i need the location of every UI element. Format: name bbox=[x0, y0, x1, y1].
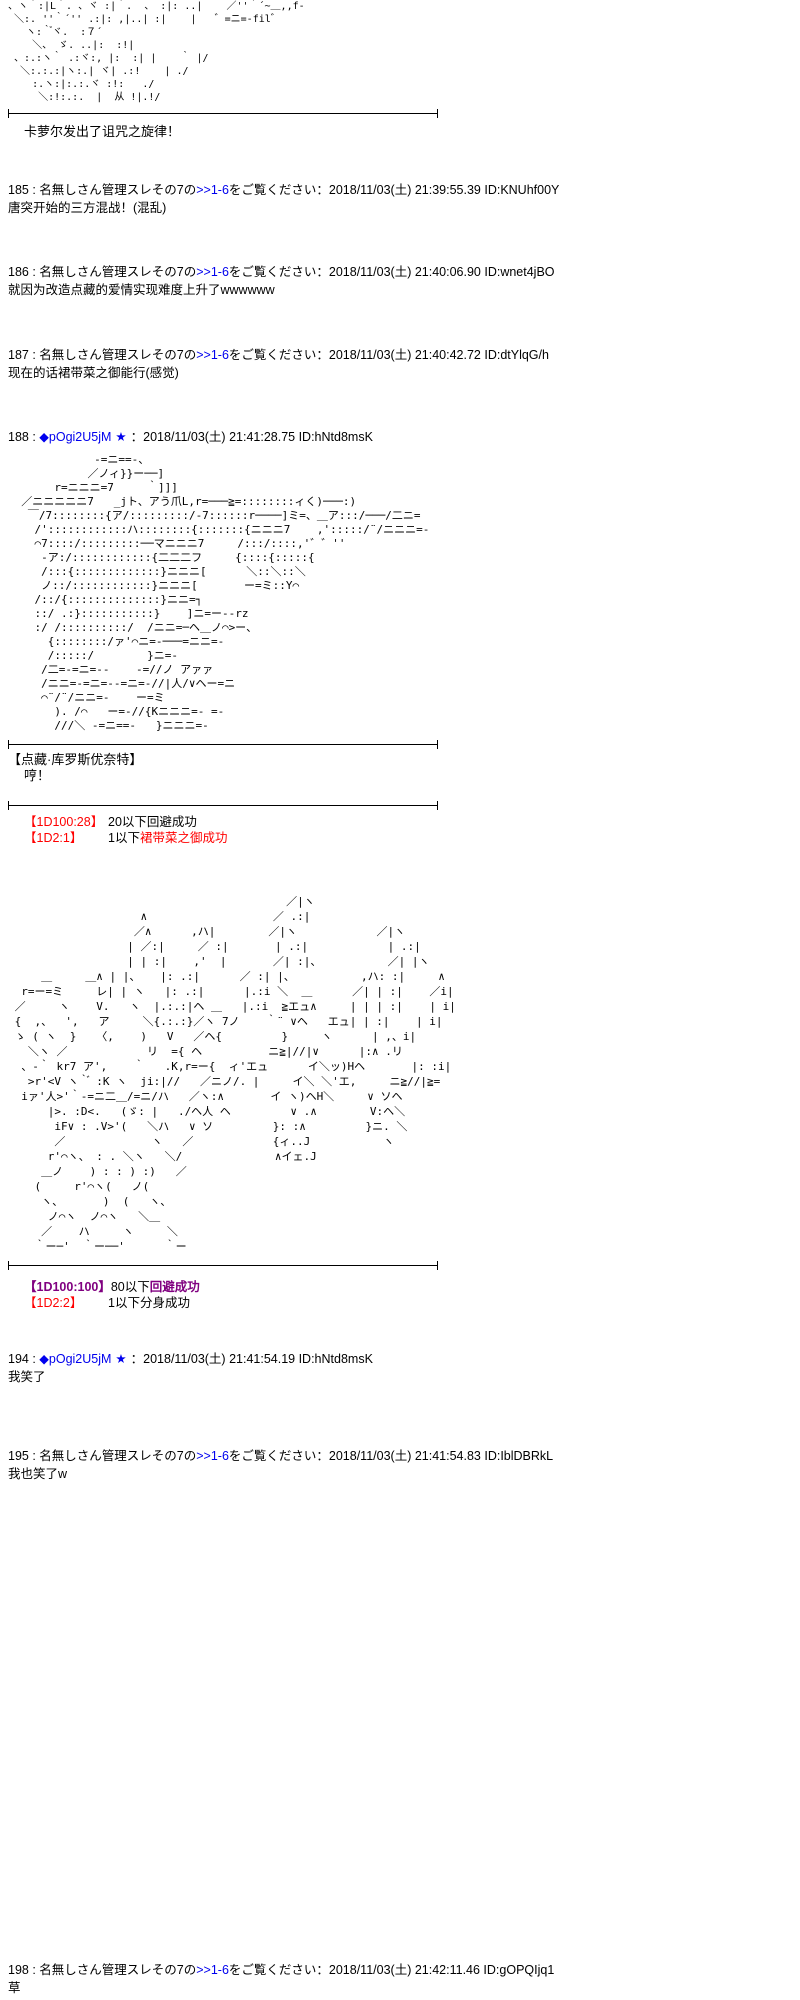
divider-tick-left bbox=[8, 1261, 9, 1270]
post-194: 194 : ◆pOgi2U5jM★：2018/11/03(土) 21:41:54… bbox=[8, 1351, 800, 1385]
post-185-body: 唐突开始的三方混战！(混乱) bbox=[8, 201, 167, 215]
scene-divider-top bbox=[8, 108, 438, 119]
post-header-188: 188 : ◆pOgi2U5jM★：2018/11/03(土) 21:41:28… bbox=[8, 429, 800, 445]
post-194-number: 194 : bbox=[8, 1352, 40, 1366]
divider-tick-left bbox=[8, 801, 9, 810]
post-198-body: 草 bbox=[8, 1981, 21, 1995]
scene-divider-character bbox=[8, 739, 438, 750]
post-194-tripcode: ◆pOgi2U5jM bbox=[39, 1352, 112, 1366]
post-194-date-id: ：2018/11/03(土) 21:41:54.19 ID:hNtd8msK bbox=[130, 1352, 373, 1366]
divider-tick-right bbox=[437, 740, 438, 749]
post-header-185: 185 : 名無しさん管理スレその7の>>1-6をご覧ください：2018/11/… bbox=[8, 182, 800, 198]
scene-divider-dice-1 bbox=[8, 800, 438, 811]
post-186-number-name: 186 : 名無しさん管理スレその7の bbox=[8, 265, 197, 279]
ascii-art-top: 、ヽ｀:|L｀. 、ヾ :|｀. 、 :|: ..| ／''｀´~＿,,f- ＼… bbox=[8, 1, 305, 103]
post-187-number-name: 187 : 名無しさん管理スレその7の bbox=[8, 348, 197, 362]
post-186-body: 就因为改造点藏的爱情实现难度上升了wwwwww bbox=[8, 283, 275, 297]
post-198: 198 : 名無しさん管理スレその7の>>1-6をご覧ください：2018/11/… bbox=[8, 1962, 800, 1996]
dice-result-block-1: 【1D100:28】 20以下回避成功 【1D2:1】 1以下裙带菜之御成功 bbox=[8, 814, 800, 846]
divider-tick-left bbox=[8, 740, 9, 749]
post-195: 195 : 名無しさん管理スレその7の>>1-6をご覧ください：2018/11/… bbox=[8, 1448, 800, 1482]
post-186-date-id: をご覧ください：2018/11/03(土) 21:40:06.90 ID:wne… bbox=[228, 265, 555, 279]
post-195-number-name: 195 : 名無しさん管理スレその7の bbox=[8, 1449, 197, 1463]
post-194-body: 我笑了 bbox=[8, 1370, 46, 1384]
post-195-body: 我也笑了w bbox=[8, 1467, 68, 1481]
dice-roll-1d2: 【1D2:2】 bbox=[24, 1296, 83, 1310]
dice-row: 【1D100:100】80以下回避成功 bbox=[8, 1279, 800, 1295]
character-dialogue: 哼！ bbox=[24, 768, 51, 783]
post-187-anchor-link[interactable]: >>1-6 bbox=[196, 348, 229, 362]
dice-result-block-2: 【1D100:100】80以下回避成功 【1D2:2】 1以下分身成功 bbox=[8, 1279, 800, 1311]
dice-row: 【1D100:28】 20以下回避成功 bbox=[8, 814, 800, 830]
post-188: 188 : ◆pOgi2U5jM★：2018/11/03(土) 21:41:28… bbox=[8, 429, 800, 1311]
dice-outcome-text: 1以下分身成功 bbox=[108, 1296, 190, 1310]
scene-divider-dice-2 bbox=[8, 1260, 438, 1271]
post-195-anchor-link[interactable]: >>1-6 bbox=[196, 1449, 229, 1463]
post-188-star-icon: ★ bbox=[115, 430, 127, 444]
post-185-anchor-link[interactable]: >>1-6 bbox=[196, 183, 229, 197]
ascii-art-character: -=ニ==-、 ／ノィ}}ー──] r=ニニニ=7 ｀]]] ／ニニニニニ7 _… bbox=[21, 453, 430, 732]
character-name-card: 【点藏·库罗斯优奈特】 bbox=[8, 752, 143, 767]
narration-line: 卡萝尔发出了诅咒之旋律！ bbox=[24, 124, 181, 139]
post-186-anchor-link[interactable]: >>1-6 bbox=[196, 265, 229, 279]
post-198-number-name: 198 : 名無しさん管理スレその7の bbox=[8, 1963, 197, 1977]
dice-outcome-text: 1以下 bbox=[108, 831, 140, 845]
post-188-number: 188 : bbox=[8, 430, 40, 444]
post-185-number-name: 185 : 名無しさん管理スレその7の bbox=[8, 183, 197, 197]
post-188-tripcode: ◆pOgi2U5jM bbox=[39, 430, 112, 444]
divider-tick-right bbox=[437, 801, 438, 810]
dice-roll-1d2: 【1D2:1】 bbox=[24, 831, 83, 845]
post-194-star-icon: ★ bbox=[115, 1352, 127, 1366]
post-188-date-id: ：2018/11/03(土) 21:41:28.75 ID:hNtd8msK bbox=[130, 430, 373, 444]
dice-outcome-text: 80以下 bbox=[110, 1280, 150, 1294]
post-header-198: 198 : 名無しさん管理スレその7の>>1-6をご覧ください：2018/11/… bbox=[8, 1962, 800, 1978]
post-198-date-id: をご覧ください：2018/11/03(土) 21:42:11.46 ID:gOP… bbox=[228, 1963, 555, 1977]
post-187-body: 现在的话裙带菜之御能行(感觉) bbox=[8, 366, 179, 380]
dice-outcome-text: 20以下回避成功 bbox=[108, 815, 197, 829]
divider-tick-right bbox=[437, 1261, 438, 1270]
divider-tick-left bbox=[8, 109, 9, 118]
post-header-195: 195 : 名無しさん管理スレその7の>>1-6をご覧ください：2018/11/… bbox=[8, 1448, 800, 1464]
post-header-186: 186 : 名無しさん管理スレその7の>>1-6をご覧ください：2018/11/… bbox=[8, 264, 800, 280]
post-187-date-id: をご覧ください：2018/11/03(土) 21:40:42.72 ID:dtY… bbox=[228, 348, 549, 362]
divider-tick-right bbox=[437, 109, 438, 118]
dice-outcome-success: 回避成功 bbox=[149, 1280, 200, 1294]
post-195-date-id: をご覧ください：2018/11/03(土) 21:41:54.83 ID:Ibl… bbox=[228, 1449, 554, 1463]
post-186: 186 : 名無しさん管理スレその7の>>1-6をご覧ください：2018/11/… bbox=[8, 264, 800, 298]
post-header-194: 194 : ◆pOgi2U5jM★：2018/11/03(土) 21:41:54… bbox=[8, 1351, 800, 1367]
post-header-187: 187 : 名無しさん管理スレその7の>>1-6をご覧ください：2018/11/… bbox=[8, 347, 800, 363]
post-185-date-id: をご覧ください：2018/11/03(土) 21:39:55.39 ID:KNU… bbox=[228, 183, 560, 197]
post-187: 187 : 名無しさん管理スレその7の>>1-6をご覧ください：2018/11/… bbox=[8, 347, 800, 381]
dice-outcome-success: 裙带菜之御成功 bbox=[139, 831, 228, 845]
ascii-art-battle-scene: ／|ヽ ∧ ／ .:| ／∧ ,ハ| ／|ヽ ／|ヽ | ／:| ／ :| | … bbox=[14, 895, 456, 1253]
post-185: 185 : 名無しさん管理スレその7の>>1-6をご覧ください：2018/11/… bbox=[8, 182, 800, 216]
dice-row: 【1D2:2】 1以下分身成功 bbox=[8, 1295, 800, 1311]
dice-row: 【1D2:1】 1以下裙带菜之御成功 bbox=[8, 830, 800, 846]
dice-roll-1d100: 【1D100:28】 bbox=[24, 815, 104, 829]
post-198-anchor-link[interactable]: >>1-6 bbox=[196, 1963, 229, 1977]
dice-roll-1d100-crit: 【1D100:100】 bbox=[24, 1280, 111, 1294]
